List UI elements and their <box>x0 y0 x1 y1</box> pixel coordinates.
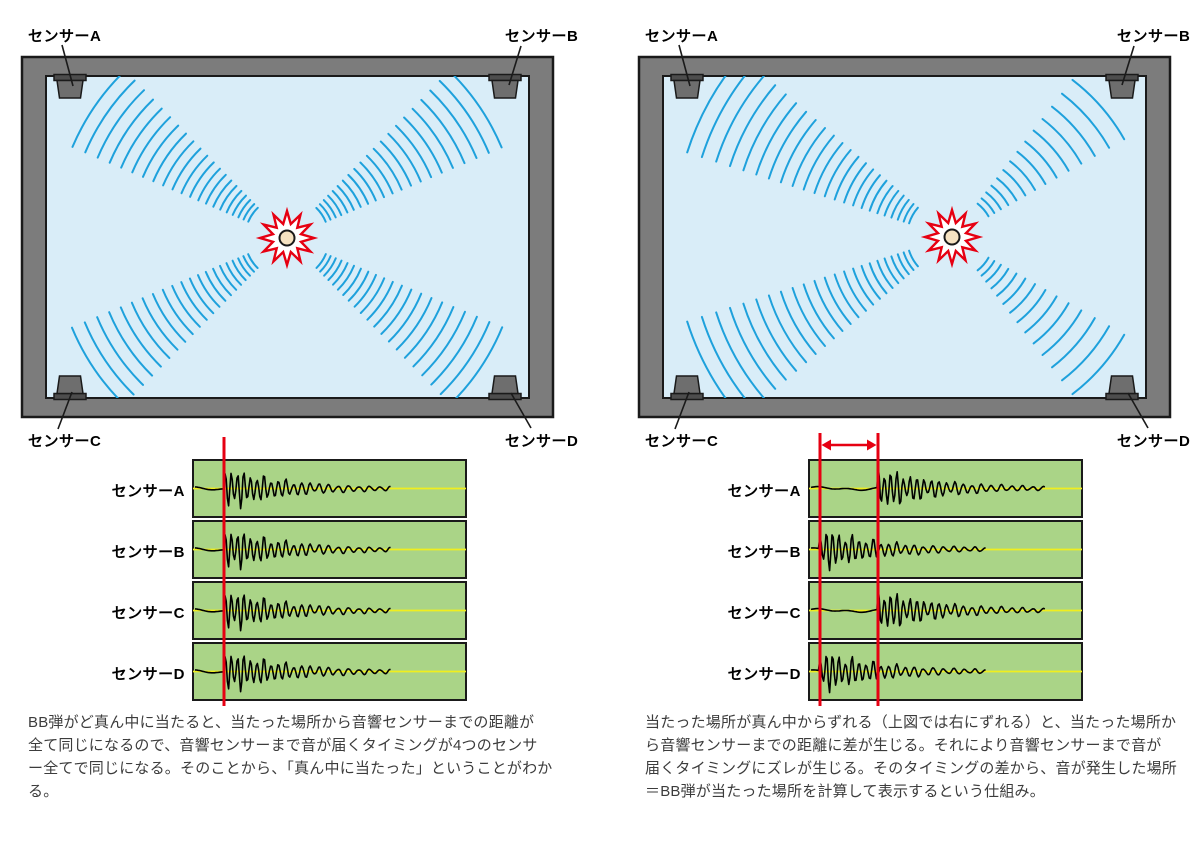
oscilloscope-right <box>808 433 1083 706</box>
label-leader-line <box>61 44 74 87</box>
scope-row-label-d: センサーD <box>111 666 185 683</box>
sensor-label-d: センサーD <box>1117 433 1191 450</box>
microphone-sensor-icon-a <box>670 73 704 99</box>
sound-waves-right <box>686 76 1126 398</box>
waveform-trace <box>810 533 986 572</box>
scope-row-label-c: センサーC <box>111 605 185 622</box>
scope-row-label-d: センサーD <box>727 666 801 683</box>
waveform-trace <box>194 655 391 693</box>
caption-line: 全て同じになるので、音響センサーまで音が届くタイミングが4つのセンサ <box>28 737 538 754</box>
microphone-sensor-icon-d <box>488 375 522 401</box>
scope-row-label-b: センサーB <box>111 544 185 561</box>
label-leader-line <box>57 391 73 430</box>
arrowhead-right <box>867 439 877 451</box>
sensor-label-c: センサーC <box>28 433 102 450</box>
impact-burst-left <box>255 206 319 270</box>
microphone-sensor-icon-b <box>1105 73 1139 99</box>
microphone-sensor-icon-b <box>488 73 522 99</box>
label-leader-line <box>1121 45 1135 86</box>
arrowhead-left <box>821 439 831 451</box>
caption-line: ー全てで同じになる。そのことから、「真ん中に当たった」ということがわか <box>28 760 553 777</box>
scope-row-label-a: センサーA <box>727 483 801 500</box>
caption-right: 当たった場所が真ん中からずれる（上図では右にずれる）と、当たった場所か ら音響セ… <box>645 711 1200 803</box>
target-board-right <box>637 44 1172 430</box>
waveform-trace <box>810 464 1046 505</box>
target-board-left <box>20 44 555 430</box>
sensor-label-a: センサーA <box>645 28 719 45</box>
sensor-label-a: センサーA <box>28 28 102 45</box>
caption-line: ら音響センサーまでの距離に差が生じる。それにより音響センサーまで音が <box>645 737 1162 754</box>
caption-line: ＝BB弾が当たった場所を計算して表示するという仕組み。 <box>645 783 1045 800</box>
label-leader-line <box>678 44 691 87</box>
label-leader-line <box>510 392 532 429</box>
waveform-trace <box>194 533 391 571</box>
bb-pellet <box>278 229 296 247</box>
caption-line: 届くタイミングにズレが生じる。そのタイミングの差から、音が発生した場所 <box>645 760 1178 777</box>
scope-row-label-c: センサーC <box>727 605 801 622</box>
microphone-sensor-icon-a <box>53 73 87 99</box>
sensor-label-c: センサーC <box>645 433 719 450</box>
sensor-label-d: センサーD <box>505 433 579 450</box>
scope-row-label-b: センサーB <box>727 544 801 561</box>
scope-row-label-a: センサーA <box>111 483 185 500</box>
waveform-trace <box>194 472 391 510</box>
caption-line: BB弾がど真ん中に当たると、当たった場所から音響センサーまでの距離が <box>28 714 535 731</box>
caption-left: BB弾がど真ん中に当たると、当たった場所から音響センサーまでの距離が 全て同じに… <box>28 711 588 803</box>
label-leader-line <box>1127 392 1149 429</box>
sensor-label-b: センサーB <box>1117 28 1191 45</box>
sensor-label-b: センサーB <box>505 28 579 45</box>
label-leader-line <box>508 45 522 86</box>
caption-line: 当たった場所が真ん中からずれる（上図では右にずれる）と、当たった場所か <box>645 714 1177 731</box>
bb-pellet <box>943 228 961 246</box>
oscilloscope-left <box>192 437 467 706</box>
caption-line: る。 <box>28 783 59 800</box>
sound-waves-left <box>71 76 504 398</box>
waveform-trace <box>194 594 391 632</box>
waveform-trace <box>810 655 986 694</box>
impact-burst-right <box>920 205 984 269</box>
waveform-trace <box>810 586 1046 627</box>
microphone-sensor-icon-d <box>1105 375 1139 401</box>
label-leader-line <box>674 391 690 430</box>
